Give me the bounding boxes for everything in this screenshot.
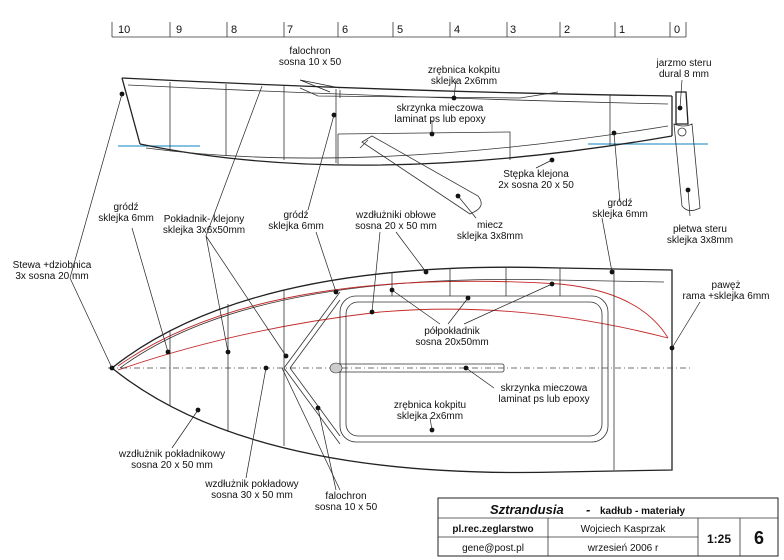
tick-label: 4 [454, 24, 460, 36]
label-polpokladnik-line1: półpokładnik [424, 326, 481, 337]
svg-text:falochron: falochron [289, 46, 330, 57]
label-skrzynka-bottom-line2: laminat ps lub epoxy [498, 394, 589, 405]
label-wzdluznik-pokladnikowy-line2: sosna 20 x 50 mm [131, 460, 213, 471]
label-skrzynka-top-line1: skrzynka mieczowa [397, 103, 484, 114]
label-zrebnica-bottom-line1: zrębnica kokpitu [394, 400, 466, 411]
label-polkladnik-klejony-line2: sklejka 3x6x50mm [163, 225, 245, 236]
side-view [118, 77, 708, 219]
label-falochron-bottom-line2: sosna 10 x 50 [315, 502, 378, 513]
label-grodz-mid-line1: gródź [283, 210, 308, 221]
label-wzdluznik-pokladowy-line2: sosna 30 x 50 mm [211, 490, 293, 501]
label-pletwa-line1: płetwa steru [673, 224, 727, 235]
label-zrebnica-bottom-line2: sklejka 2x6mm [397, 411, 463, 422]
label-wzdluzniki-oblowe-line2: sosna 20 x 50 mm [355, 221, 437, 232]
tick-label: 3 [510, 24, 516, 36]
label-wzdluznik-pokladnikowy-line1: wzdłużnik pokładnikowy [118, 449, 225, 460]
label-grodz-right-line2: sklejka 6mm [592, 209, 648, 220]
label-falochron-top-line1: falochron [289, 46, 330, 57]
label-grodz-mid-line2: sklejka 6mm [268, 221, 324, 232]
tick-label: 0 [674, 24, 680, 36]
label-wzdluznik-pokladowy-line1: wzdłużnik pokładowy [204, 479, 298, 490]
title-block-email: gene@post.pl [462, 543, 524, 554]
label-wzdluzniki-oblowe-line1: wzdłużniki obłowe [355, 210, 436, 221]
label-falochron-bottom-line1: falochron [325, 491, 366, 502]
label-skrzynka-bottom-line1: skrzynka mieczowa [501, 383, 588, 394]
label-stewa-line2: 3x sosna 20 mm [15, 271, 88, 282]
label-stepka-line2: 2x sosna 20 x 50 [498, 180, 574, 191]
label-jarzmo-line2: dural 8 mm [659, 69, 709, 80]
label-pawez-line1: pawęż [712, 280, 741, 291]
title-block-club: pl.rec.zeglarstwo [452, 524, 533, 535]
label-pawez-line2: rama +sklejka 6mm [683, 291, 770, 302]
scale-ruler: 10 9 8 7 6 5 4 3 2 1 0 [111, 22, 687, 38]
label-stepka-line1: Stępka klejona [503, 169, 569, 180]
label-falochron-top-line2: sosna 10 x 50 [279, 57, 342, 68]
tick-label: 8 [231, 24, 237, 36]
title-block-dash: - [586, 502, 590, 517]
label-grodz-left-line2: sklejka 6mm [98, 213, 154, 224]
label-jarzmo-line1: jarzmo steru [655, 58, 711, 69]
label-zrebnica-top-line1: zrębnica kokpitu [428, 65, 500, 76]
tick-label: 5 [397, 24, 403, 36]
label-polpokladnik-line2: sosna 20x50mm [415, 337, 488, 348]
label-zrebnica-top-line2: sklejka 2x6mm [431, 76, 497, 87]
label-miecz-line2: sklejka 3x8mm [457, 231, 523, 242]
tick-label: 6 [342, 24, 348, 36]
title-block-author: Wojciech Kasprzak [581, 524, 667, 535]
label-skrzynka-top-line2: laminat ps lub epoxy [394, 114, 485, 125]
title-block-sheet-number: 6 [754, 528, 764, 548]
label-stewa-line1: Stewa +dziobnica [13, 260, 92, 271]
callout-labels: falochron sosna 10 x 50 zrębnica kokpitu… [13, 46, 770, 513]
title-block-subtitle: kadłub - materiały [600, 506, 685, 517]
title-block-scale: 1:25 [707, 532, 731, 546]
tick-label: 10 [118, 24, 130, 36]
svg-text:sosna 10 x 50: sosna 10 x 50 [279, 57, 342, 68]
label-miecz-line1: miecz [477, 220, 503, 231]
tick-label: 1 [619, 24, 625, 36]
label-grodz-left-line1: gródź [113, 202, 138, 213]
title-block: Sztrandusia - kadłub - materiały pl.rec.… [437, 497, 779, 557]
tick-label: 2 [564, 24, 570, 36]
plan-view [69, 85, 701, 491]
label-pletwa-line2: sklejka 3x8mm [667, 235, 733, 246]
title-block-title: Sztrandusia [490, 502, 564, 517]
label-polkladnik-klejony-line1: Pokładnik- klejony [164, 214, 245, 225]
tick-label: 7 [287, 24, 293, 36]
title-block-date: wrzesień 2006 r [587, 543, 659, 554]
tick-label: 9 [176, 24, 182, 36]
label-grodz-right-line1: gródź [607, 198, 632, 209]
